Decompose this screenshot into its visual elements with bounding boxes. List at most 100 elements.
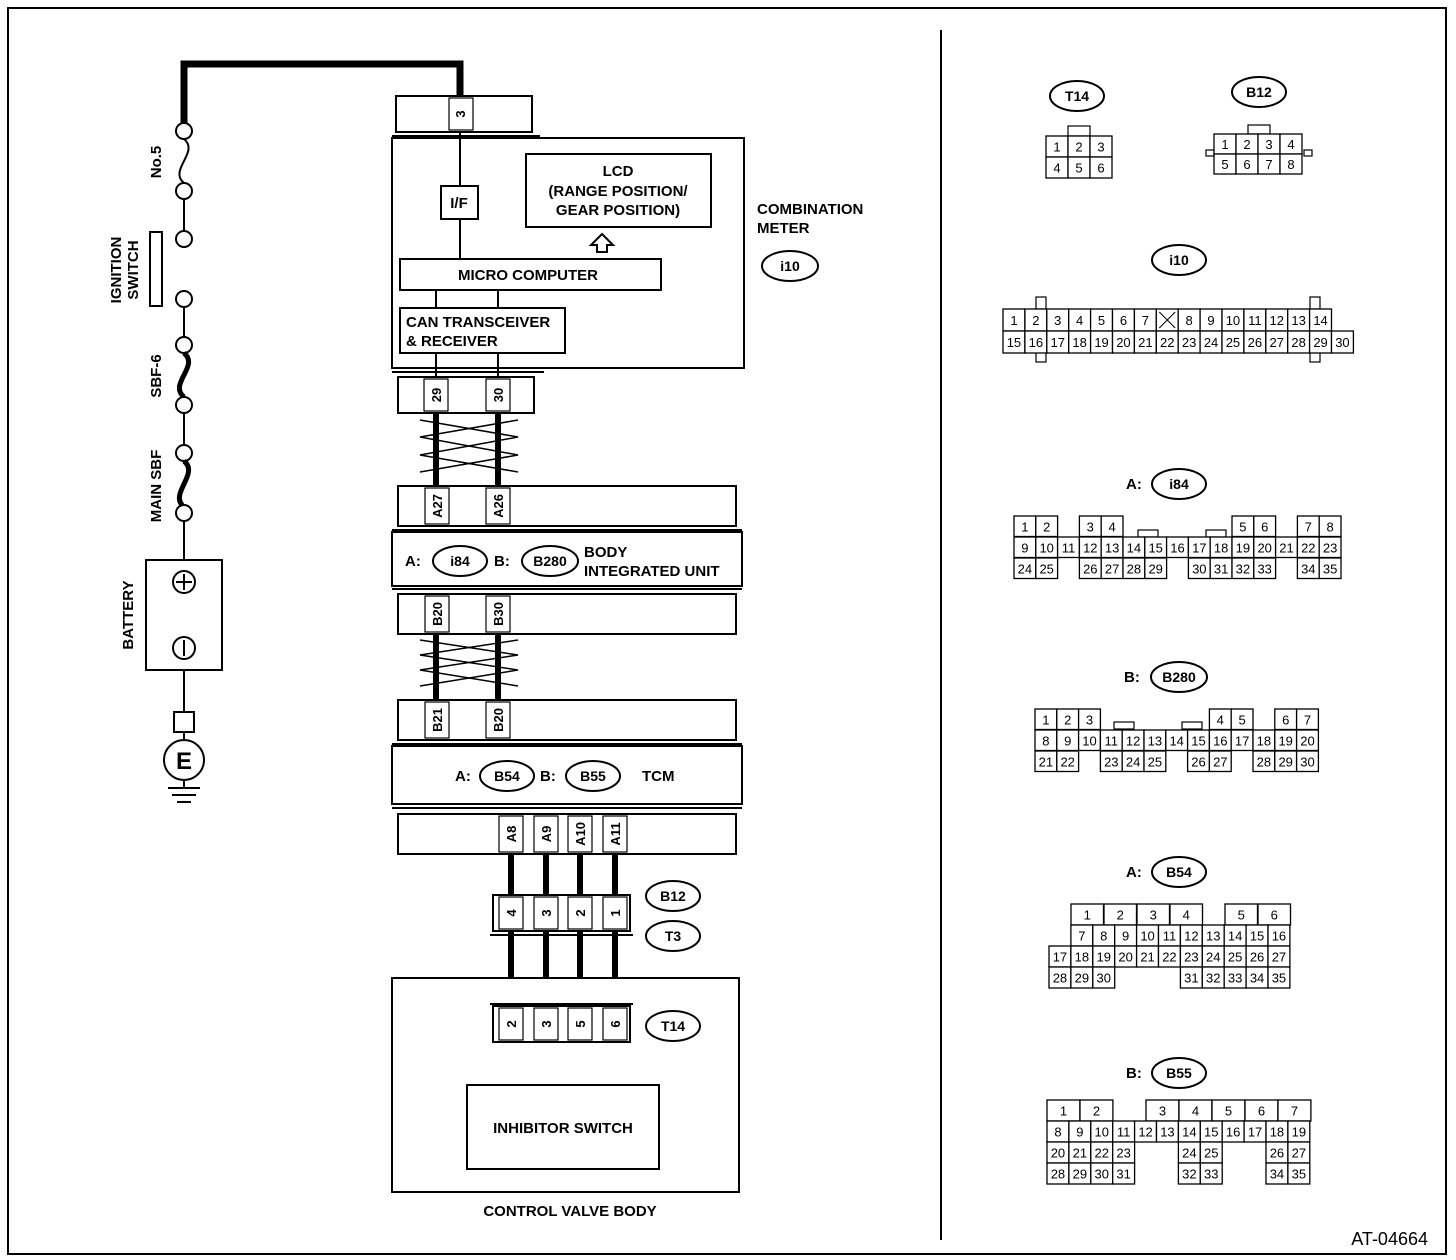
face-b280-pin-label: 10 <box>1082 733 1096 748</box>
battery-label: BATTERY <box>120 580 137 649</box>
face-b12-ref: B12 <box>1246 84 1272 100</box>
biu-pin-b30: B30 <box>491 602 506 626</box>
lcd-label-2: (RANGE POSITION/ <box>548 183 688 200</box>
face-t14-pin-label: 5 <box>1075 161 1082 176</box>
face-b55-pin-label: 17 <box>1248 1125 1262 1140</box>
i84-ref: i84 <box>450 553 470 569</box>
face-b280-pin-label: 11 <box>1105 733 1119 748</box>
interface-label: I/F <box>450 195 468 212</box>
power-feed: No.5 IGNITION SWITCH SBF-6 MAIN SBF BATT… <box>108 60 464 803</box>
face-b280-pin-label: 16 <box>1213 733 1227 748</box>
face-i84-pin-label: 5 <box>1239 519 1246 534</box>
face-b55-pin-label: 35 <box>1292 1167 1306 1182</box>
face-i10-pin-label: 7 <box>1142 313 1149 328</box>
face-b12-cell <box>1279 153 1303 175</box>
face-b12-pin-label: 8 <box>1287 157 1294 172</box>
face-b55-cell <box>1199 1162 1223 1185</box>
b12-ref: B12 <box>660 888 686 904</box>
face-b55-pin-label: 25 <box>1204 1146 1218 1161</box>
face-b280-pin-label: 14 <box>1169 733 1183 748</box>
face-b54-pin-label: 32 <box>1206 971 1220 986</box>
body-integrated-unit: A27 A26 A: i84 B: B280 BODY INTEGRATED U… <box>391 485 743 635</box>
face-t14-pin-label: 4 <box>1053 161 1060 176</box>
face-t14-pin-label: 1 <box>1053 140 1060 155</box>
face-b280-pin-label: 2 <box>1064 712 1071 727</box>
face-b55-pin-label: 32 <box>1182 1167 1196 1182</box>
face-b280-pin-label: 7 <box>1304 712 1311 727</box>
face-b280-pin-label: 20 <box>1300 733 1314 748</box>
face-i84-pin-label: 16 <box>1170 540 1184 555</box>
face-b280-cell <box>1295 750 1320 773</box>
face-b54-pin-label: 5 <box>1238 908 1245 923</box>
face-i84-pin-label: 19 <box>1236 540 1250 555</box>
face-b55-pin-label: 23 <box>1116 1146 1130 1161</box>
face-i10-pin-label: 18 <box>1072 335 1086 350</box>
face-i10-pin-label: 3 <box>1054 313 1061 328</box>
face-b54-pin-label: 22 <box>1162 950 1176 965</box>
b55-ref: B55 <box>580 768 606 784</box>
meter-top-pin: 3 <box>453 110 468 117</box>
face-i84-cell <box>1253 557 1277 580</box>
face-t14-ref: T14 <box>1065 88 1089 104</box>
face-b54-pin-label: 27 <box>1272 950 1286 965</box>
face-i10-pin-label: 16 <box>1029 335 1043 350</box>
face-i10-pin-label: 2 <box>1032 313 1039 328</box>
face-b55-pin-label: 6 <box>1258 1104 1265 1119</box>
face-b280-pin-label: 22 <box>1060 754 1074 769</box>
face-i84-pin-label: 25 <box>1039 561 1053 576</box>
face-b55-prefix: B: <box>1126 1065 1142 1082</box>
biu-prefix-b: B: <box>494 553 510 570</box>
face-b55-pin-label: 15 <box>1204 1125 1218 1140</box>
face-b280-pin-label: 19 <box>1278 733 1292 748</box>
face-b55-pin-label: 10 <box>1095 1125 1109 1140</box>
face-b54-pin-label: 19 <box>1097 950 1111 965</box>
face-i10-pin-label: 8 <box>1186 313 1193 328</box>
face-b55-pin-label: 31 <box>1116 1167 1130 1182</box>
b280-ref: B280 <box>533 553 567 569</box>
b54-ref: B54 <box>494 768 520 784</box>
face-i84-pin-label: 6 <box>1261 519 1268 534</box>
face-i10-pin-label: 15 <box>1007 335 1021 350</box>
face-b54-ref: B54 <box>1166 864 1192 880</box>
face-i10-pin-label: 24 <box>1204 335 1218 350</box>
face-b55-pin-label: 13 <box>1160 1125 1174 1140</box>
face-b280-pin-label: 5 <box>1238 712 1245 727</box>
face-i10-pin-label: 23 <box>1182 335 1196 350</box>
control-valve-body-label: CONTROL VALVE BODY <box>483 1203 656 1220</box>
face-b55-ref: B55 <box>1166 1065 1192 1081</box>
face-b54-pin-label: 25 <box>1228 950 1242 965</box>
tcm-label: TCM <box>642 768 675 785</box>
face-i10-pin-label: 21 <box>1138 335 1152 350</box>
micro-computer-label: MICRO COMPUTER <box>458 267 598 284</box>
tcm-pin-b20: B20 <box>491 708 506 732</box>
face-b55-pin-label: 5 <box>1225 1104 1232 1119</box>
can-twisted-pair-1 <box>419 413 519 486</box>
face-b54-pin-label: 10 <box>1140 929 1154 944</box>
face-b54-pin-label: 35 <box>1272 971 1286 986</box>
face-b280-pin-label: 3 <box>1086 712 1093 727</box>
face-b280-pin-label: 27 <box>1213 754 1227 769</box>
face-b54-pin-label: 17 <box>1053 950 1067 965</box>
face-b54-pin-label: 33 <box>1228 971 1242 986</box>
face-i84-pin-label: 15 <box>1148 540 1162 555</box>
face-i10-pin-label: 5 <box>1098 313 1105 328</box>
can-label-1: CAN TRANSCEIVER <box>406 314 550 331</box>
b12-conn-pin-1: 1 <box>608 909 623 916</box>
face-b55-pin-label: 2 <box>1093 1104 1100 1119</box>
face-i84-pin-label: 33 <box>1257 561 1271 576</box>
t14-conn-pin-5: 5 <box>573 1020 588 1027</box>
face-i84-pin-label: 21 <box>1279 540 1293 555</box>
tcm-prefix-b: B: <box>540 768 556 785</box>
face-i84-pin-label: 24 <box>1018 561 1032 576</box>
tcm-prefix-a: A: <box>455 768 471 785</box>
t14-ref: T14 <box>661 1018 685 1034</box>
face-b54-pin-label: 3 <box>1150 908 1157 923</box>
face-i84-pin-label: 4 <box>1108 519 1115 534</box>
face-b55-pin-label: 19 <box>1292 1125 1306 1140</box>
b12-conn-pin-4: 4 <box>504 909 519 917</box>
face-i84-pin-label: 12 <box>1083 540 1097 555</box>
